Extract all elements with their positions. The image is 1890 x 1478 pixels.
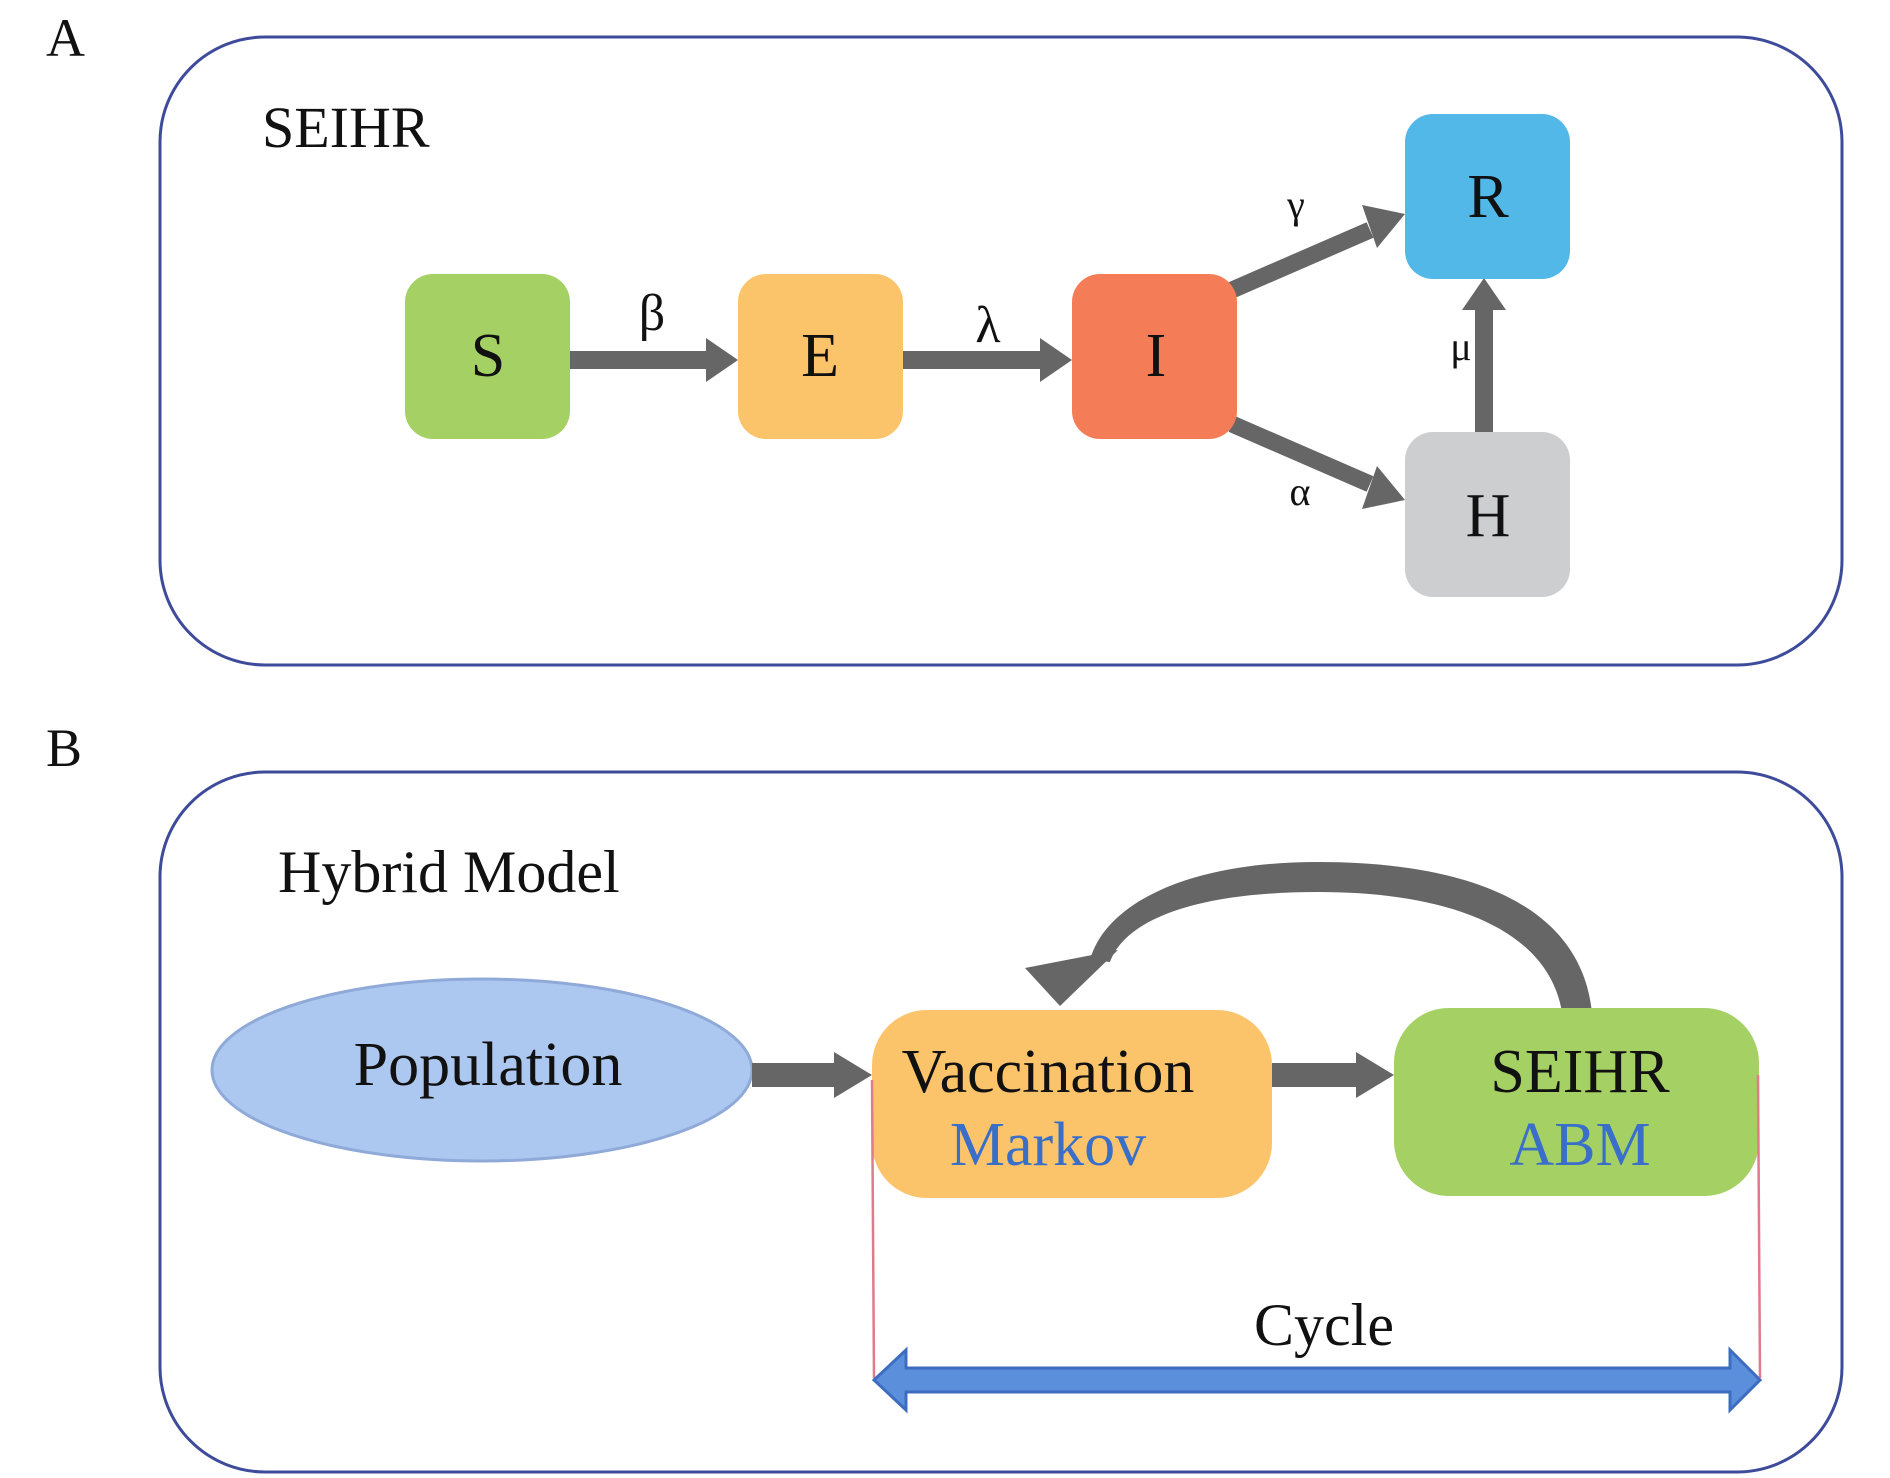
- lambda-label: λ: [975, 297, 1000, 354]
- node-r-label: R: [1467, 163, 1509, 231]
- node-s-box: [405, 274, 570, 439]
- panel-a-frame: [158, 35, 1844, 667]
- node-h-label: H: [1466, 482, 1511, 550]
- node-e-label: E: [801, 322, 839, 390]
- alpha-label: α: [1290, 469, 1311, 514]
- s-to-e-arrow-head: [706, 338, 738, 382]
- i-to-h-arrow-shaft: [1228, 416, 1374, 492]
- vaccination-to-seihr-arrow-shaft: [1272, 1063, 1364, 1087]
- cycle-left-marker: [870, 1079, 876, 1379]
- node-h-box: [1405, 432, 1570, 597]
- e-to-i-arrow-shaft: [902, 351, 1044, 369]
- seihr-node: SEIHR ABM: [1394, 1008, 1759, 1196]
- node-i-label: I: [1146, 322, 1167, 390]
- i-to-h-arrow-head: [1362, 466, 1405, 509]
- panel-a-title: SEIHR: [262, 95, 430, 160]
- feedback-arrow-body: [1090, 862, 1592, 1012]
- seihr-sublabel-abm: ABM: [1509, 1111, 1650, 1179]
- node-i-box: [1072, 274, 1237, 439]
- vaccination-box: [872, 1010, 1272, 1198]
- population-label: Population: [354, 1031, 623, 1099]
- population-node: Population: [210, 977, 754, 1163]
- population-to-vaccination-arrow-head: [834, 1052, 872, 1098]
- panel-b-frame: [158, 770, 1844, 1474]
- i-to-r-arrow-shaft: [1228, 222, 1374, 298]
- s-to-e-arrow-shaft: [568, 351, 710, 369]
- vaccination-label: Vaccination: [902, 1038, 1195, 1106]
- feedback-arrow-head: [1025, 950, 1118, 1006]
- gamma-label: γ: [1286, 182, 1305, 227]
- vaccination-to-seihr-arrow-head: [1356, 1052, 1394, 1098]
- panel-b-letter: B: [46, 718, 82, 778]
- beta-label: β: [639, 285, 665, 342]
- node-e: E: [738, 274, 903, 439]
- h-to-r-arrow-head: [1462, 278, 1506, 310]
- node-i: I: [1072, 274, 1237, 439]
- population-to-vaccination-arrow-shaft: [752, 1063, 842, 1087]
- cycle-double-arrow: [871, 1346, 1763, 1414]
- vaccination-sublabel-markov: Markov: [950, 1111, 1146, 1179]
- mu-label: μ: [1450, 324, 1471, 369]
- node-h: H: [1405, 432, 1570, 597]
- cycle-right-marker: [1756, 1074, 1762, 1379]
- e-to-i-arrow-head: [1040, 338, 1072, 382]
- vaccination-node: Vaccination Markov: [872, 1010, 1272, 1198]
- node-s-label: S: [471, 322, 505, 390]
- seihr-box: [1394, 1008, 1759, 1196]
- i-to-r-arrow-head: [1362, 205, 1405, 248]
- panel-a-connectors: [568, 278, 1506, 432]
- panel-b-title: Hybrid Model: [278, 839, 620, 905]
- panel-a-letter: A: [46, 8, 85, 68]
- node-r: R: [1405, 114, 1570, 279]
- seihr-label: SEIHR: [1490, 1038, 1670, 1106]
- h-to-r-arrow-shaft: [1475, 306, 1493, 432]
- node-s: S: [405, 274, 570, 439]
- node-e-box: [738, 274, 903, 439]
- node-r-box: [1405, 114, 1570, 279]
- cycle-label: Cycle: [1254, 1292, 1394, 1358]
